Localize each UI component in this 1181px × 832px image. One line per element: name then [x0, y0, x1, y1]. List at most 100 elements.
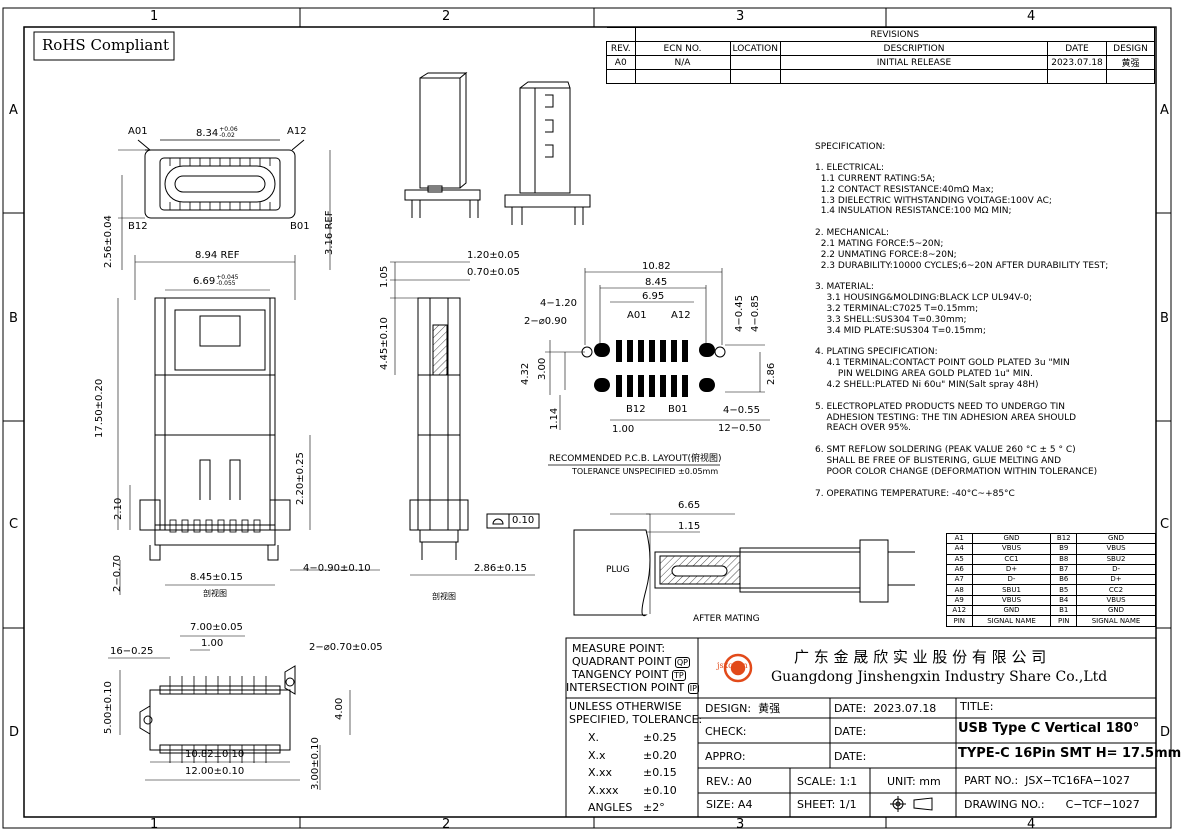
rev-header-design: DESIGN: [1106, 41, 1155, 56]
grid-col-3-bottom: 3: [736, 817, 745, 832]
spec-title: SPECIFICATION:: [815, 142, 886, 152]
pinout-cell: GND: [971, 605, 1052, 617]
pinout-cell: GND: [1076, 532, 1156, 545]
dim-669: 6.69+0.045-0.055: [193, 274, 239, 287]
design-label: DESIGN: 黄强: [705, 702, 781, 715]
title-line-1: USB Type C Vertical 180°: [958, 721, 1140, 736]
size-label: SIZE: A4: [706, 798, 753, 811]
check-date: DATE:: [834, 725, 867, 738]
bot-dim-400: 4.00: [334, 697, 345, 720]
measure-title: MEASURE POINT:: [572, 642, 666, 655]
pinout-cell: VBUS: [971, 543, 1052, 555]
dim-894-ref: 8.94 REF: [195, 250, 240, 261]
pinout-cell: A8: [946, 584, 973, 596]
pcb-tolerance: TOLERANCE UNSPECIFIED ±0.05mm: [572, 467, 719, 476]
measure-quadrant: QUADRANT POINT QP: [572, 655, 690, 668]
grid-row-b: B: [9, 311, 18, 326]
pinout-cell: B7: [1050, 563, 1078, 576]
grid-col-2-bottom: 2: [442, 817, 451, 832]
grid-row-c: C: [9, 517, 19, 532]
pcb-dim-300: 3.00: [537, 357, 548, 380]
check-label: CHECK:: [705, 725, 747, 738]
mate-dim-665: 6.65: [678, 500, 701, 511]
spec-line: REACH OVER 95%.: [815, 423, 912, 434]
dim-side-070: 0.70±0.05: [467, 267, 520, 278]
grid-col-3: 3: [736, 9, 745, 24]
dim-front-ref: 3.16 REF: [324, 210, 335, 255]
tolerance-value: ±2°: [643, 801, 665, 814]
pcb-dim-432: 4.32: [520, 362, 531, 385]
spec-line: 3.2 TERMINAL:C7025 T=0.15mm;: [815, 304, 979, 315]
pinout-cell: B6: [1050, 574, 1078, 586]
pcb-dim-1082: 10.82: [642, 261, 671, 272]
spec-line: 3.3 SHELL:SUS304 T=0.30mm;: [815, 314, 967, 325]
pinout-cell: B4: [1050, 594, 1078, 607]
pcb-dim-4-055: 4−0.55: [723, 405, 761, 416]
spec-line: 3.1 HOUSING&MOLDING:BLACK LCP UL94V-0;: [815, 293, 1033, 304]
spec-line: ADHESION TESTING: THE TIN ADHESION AREA …: [815, 412, 1077, 423]
pinout-cell: SBU2: [1076, 553, 1156, 565]
grid-row-a: A: [9, 103, 18, 118]
dim-a01: A01: [128, 126, 148, 137]
spec-line: 6. SMT REFLOW SOLDERING (PEAK VALUE 260 …: [815, 445, 1076, 456]
spec-line: 1.3 DIELECTRIC WITHSTANDING VOLTAGE:100V…: [815, 195, 1052, 206]
dim-b01: B01: [290, 221, 310, 232]
section-label-2: 剖视图: [432, 592, 456, 601]
spec-line: 4. PLATING SPECIFICATION:: [815, 347, 938, 358]
grid-col-1: 1: [150, 9, 159, 24]
after-mating-label: AFTER MATING: [693, 614, 760, 624]
spec-line: 7. OPERATING TEMPERATURE: -40°C~+85°C: [815, 488, 1015, 499]
dim-b12: B12: [128, 221, 148, 232]
spec-line: 2.3 DURABILITY:10000 CYCLES;6~20N AFTER …: [815, 260, 1109, 271]
rev-header-rev: REV.: [606, 41, 636, 56]
grid-col-4: 4: [1027, 9, 1036, 24]
pcb-dim-845: 8.45: [645, 277, 668, 288]
pinout-cell: CC2: [1076, 584, 1156, 596]
bot-dim-2-070: 2−⌀0.70±0.05: [309, 642, 383, 653]
mate-dim-115: 1.15: [678, 521, 701, 532]
dim-front-height: 2.56±0.04: [103, 215, 114, 268]
revisions-table: REVISIONS REV. ECN NO. LOCATION DESCRIPT…: [606, 27, 1155, 84]
dim-4-090: 4−0.90±0.10: [303, 563, 371, 574]
spec-line: 4.1 TERMINAL:CONTACT POINT GOLD PLATED 3…: [815, 358, 1070, 369]
pinout-cell: A6: [946, 563, 973, 576]
pinout-cell: VBUS: [1076, 543, 1156, 555]
grid-row-a-right: A: [1160, 103, 1169, 118]
dim-side-445: 4.45±0.10: [379, 317, 390, 370]
tolerance-value: ±0.10: [643, 783, 677, 797]
rev-cell-description: INITIAL RELEASE: [780, 55, 1048, 70]
pinout-cell: PIN: [1050, 615, 1078, 627]
bot-dim-700: 7.00±0.05: [190, 622, 243, 633]
design-date: DATE: 2023.07.18: [834, 702, 937, 715]
dim-side-105: 1.05: [379, 265, 390, 288]
rohs-label: RoHS Compliant: [42, 36, 170, 54]
rev-label: REV.: A0: [706, 775, 752, 788]
pcb-dim-114: 1.14: [549, 407, 560, 430]
rev-header-ecn: ECN NO.: [634, 41, 731, 56]
pcb-dim-4-120: 4−1.20: [540, 298, 578, 309]
plug-label: PLUG: [606, 565, 630, 575]
tolerance-value: ±0.15: [643, 766, 677, 779]
pinout-cell: A4: [946, 543, 973, 555]
pcb-label-a01: A01: [627, 310, 647, 321]
dim-845-015: 8.45±0.15: [190, 572, 243, 583]
pinout-cell: A1: [946, 532, 973, 545]
grid-row-d: D: [9, 725, 20, 740]
drawing-no: DRAWING NO.: C−TCF−1027: [964, 798, 1140, 811]
company-name-cn: 广 东 金 晟 欣 实 业 股 份 有 限 公 司: [794, 648, 1047, 666]
dim-side-120: 1.20±0.05: [467, 250, 520, 261]
rev-cell-design: 黄强: [1106, 55, 1155, 70]
measure-tangency: TANGENCY POINT TP: [572, 668, 686, 681]
dim-220: 2.20±0.25: [295, 452, 306, 505]
bot-dim-1082: 10.82±0.10: [185, 749, 245, 760]
pinout-cell: VBUS: [971, 594, 1052, 607]
pinout-cell: SIGNAL NAME: [1076, 615, 1156, 627]
